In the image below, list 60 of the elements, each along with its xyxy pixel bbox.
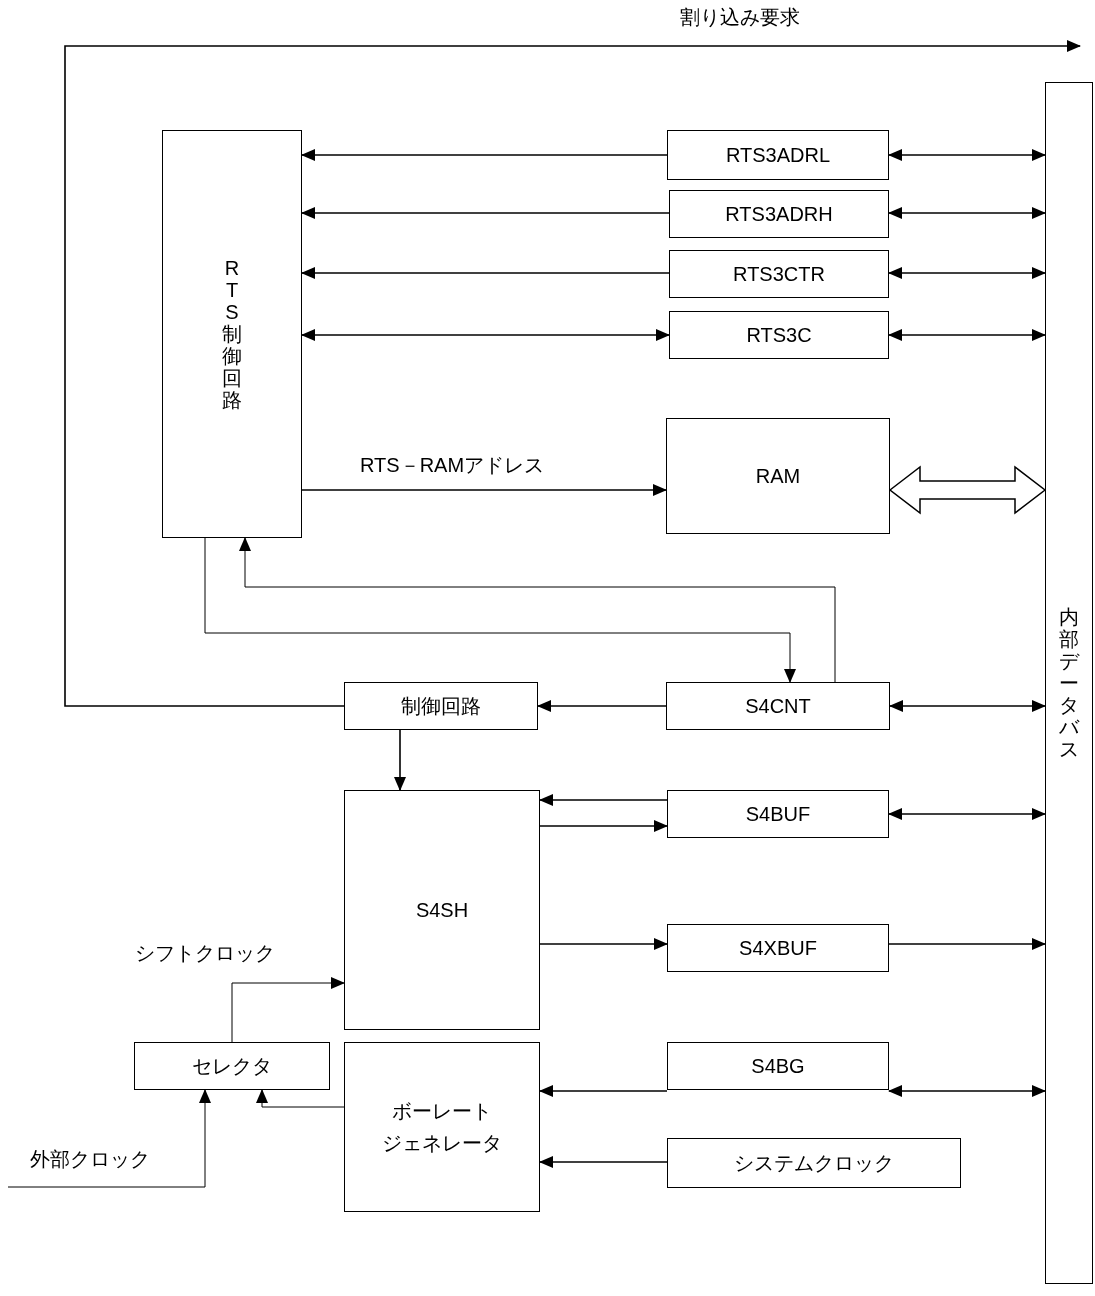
arrow	[888, 1085, 1046, 1097]
arrow	[888, 329, 1046, 341]
block-box	[667, 924, 889, 972]
block-box	[667, 1138, 961, 1188]
block-box	[344, 1042, 540, 1212]
arrow	[301, 267, 670, 279]
block-box	[667, 130, 889, 180]
block-box	[667, 1042, 889, 1090]
block-label: RTS3C	[746, 323, 812, 348]
block-label: RTS3ADRL	[725, 143, 831, 168]
block-box	[344, 790, 540, 1030]
arrow	[888, 207, 1046, 219]
arrow	[394, 729, 406, 791]
block-box	[669, 190, 889, 238]
arrow	[888, 149, 1046, 161]
block-box	[1045, 82, 1093, 1284]
block-label: S4SH	[415, 898, 469, 923]
arrow	[888, 938, 1046, 950]
edge-label: 外部クロック	[30, 1146, 150, 1172]
arrow	[256, 1089, 345, 1108]
arrow	[539, 938, 668, 950]
block-label: RTS3CTR	[733, 262, 825, 287]
arrow	[64, 40, 1081, 707]
arrow	[888, 267, 1046, 279]
arrow	[301, 484, 667, 496]
block-label: 制御回路	[401, 694, 481, 719]
vertical-label: RTS制御回路	[222, 257, 242, 411]
arrow	[231, 977, 345, 1043]
block-label: S4CNT	[745, 694, 811, 719]
arrow	[301, 207, 670, 219]
block-box	[162, 130, 302, 538]
arrow	[889, 700, 1046, 712]
vertical-label: 内部データバス	[1059, 606, 1079, 760]
block-box	[669, 250, 889, 298]
block-label: システムクロック	[734, 1151, 894, 1176]
arrow	[539, 1156, 668, 1168]
arrow	[7, 1089, 211, 1188]
block-box	[669, 311, 889, 359]
block-box	[134, 1042, 330, 1090]
block-label: ボーレート	[392, 1099, 492, 1124]
block-label: S4BG	[751, 1054, 805, 1079]
block-box	[666, 682, 890, 730]
block-label: ジェネレータ	[382, 1131, 502, 1156]
edge-label: 割り込み要求	[680, 4, 800, 30]
block-label: RAM	[755, 464, 801, 489]
block-label: RTS3ADRH	[725, 202, 833, 227]
block-label: セレクタ	[192, 1054, 272, 1079]
arrow	[537, 700, 667, 712]
block-label: S4BUF	[745, 802, 811, 827]
block-box	[344, 682, 538, 730]
block-label: S4XBUF	[739, 936, 817, 961]
double-arrow	[888, 465, 1047, 515]
arrow	[301, 149, 668, 161]
block-box	[666, 418, 890, 534]
arrow	[301, 329, 670, 341]
arrow	[539, 794, 668, 806]
arrow	[539, 1085, 668, 1097]
arrow	[539, 820, 668, 832]
block-box	[667, 790, 889, 838]
arrow	[888, 808, 1046, 820]
